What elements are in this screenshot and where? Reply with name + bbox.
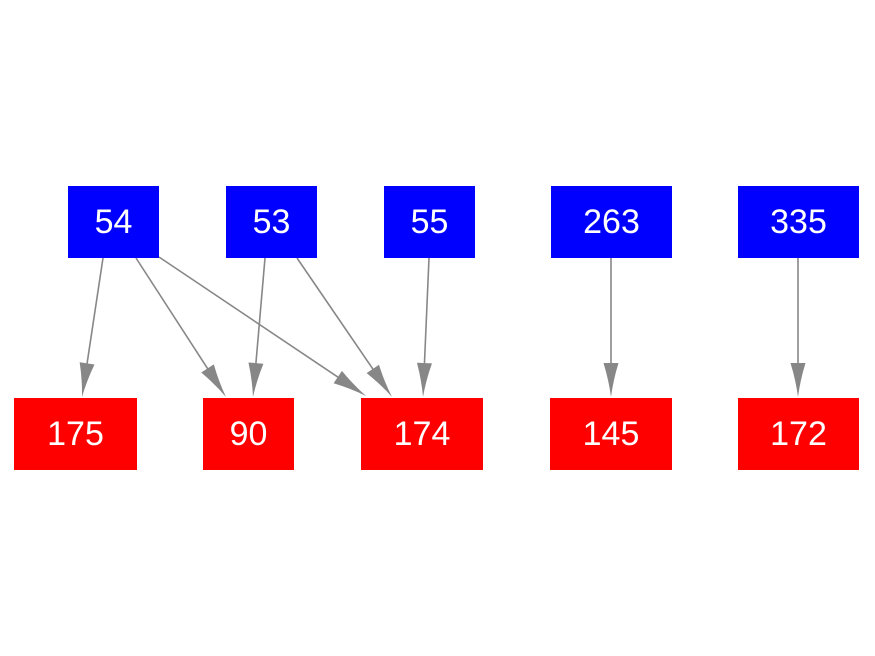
arrowhead bbox=[366, 364, 392, 397]
node-label: 55 bbox=[410, 203, 449, 241]
node-90: 90 bbox=[203, 398, 294, 470]
node-174: 174 bbox=[361, 398, 483, 470]
edge-263-145 bbox=[603, 258, 619, 397]
node-label: 172 bbox=[770, 415, 827, 453]
node-145: 145 bbox=[550, 398, 672, 470]
node-label: 175 bbox=[47, 415, 104, 453]
node-label: 53 bbox=[252, 203, 291, 241]
arrowhead bbox=[416, 362, 432, 397]
node-263: 263 bbox=[551, 186, 672, 258]
node-label: 335 bbox=[770, 203, 827, 241]
node-175: 175 bbox=[14, 398, 137, 470]
edge-335-172 bbox=[790, 258, 806, 397]
node-label: 90 bbox=[229, 415, 268, 453]
arrowhead bbox=[790, 363, 806, 397]
node-55: 55 bbox=[384, 186, 475, 258]
edge-53-90 bbox=[248, 257, 266, 397]
edge-54-174 bbox=[158, 256, 366, 396]
node-53: 53 bbox=[226, 186, 317, 258]
node-label: 263 bbox=[583, 203, 640, 241]
node-172: 172 bbox=[738, 398, 859, 470]
edge-53-174 bbox=[296, 257, 392, 397]
node-54: 54 bbox=[68, 186, 159, 258]
edge-55-174 bbox=[416, 257, 432, 397]
node-label: 145 bbox=[582, 415, 640, 453]
arrowhead bbox=[603, 363, 619, 397]
arrowhead bbox=[79, 362, 95, 397]
node-label: 54 bbox=[94, 203, 133, 241]
edge-54-90 bbox=[135, 257, 226, 397]
arrowhead bbox=[248, 362, 264, 397]
arrowhead bbox=[333, 370, 366, 396]
node-335: 335 bbox=[738, 186, 859, 258]
arrowhead bbox=[201, 364, 226, 397]
node-label: 174 bbox=[393, 415, 451, 453]
edge-54-175 bbox=[79, 257, 104, 397]
